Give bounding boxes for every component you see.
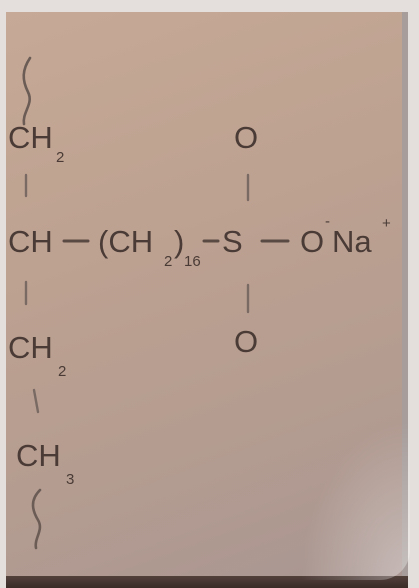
light-glare	[300, 420, 410, 580]
sulfur-atom: S	[222, 224, 243, 259]
card-background	[6, 12, 408, 578]
chain-group-sub: 2	[164, 253, 172, 270]
card-bottom-edge	[6, 576, 408, 588]
sodium-cation: Na	[332, 224, 372, 259]
polymer-continuation-top	[22, 56, 32, 126]
backbone-low-sub: 2	[58, 363, 66, 380]
backbone-top-sub: 2	[56, 149, 64, 166]
backbone-low-ch: CH	[8, 330, 53, 365]
chain-group-count: 16	[184, 253, 201, 270]
polymer-continuation-bottom	[31, 488, 42, 550]
chain-group-open: (CH	[98, 224, 153, 259]
oxygen-anion: O	[300, 224, 324, 259]
chain-group-close: )	[174, 224, 184, 259]
backbone-end-ch: CH	[16, 438, 61, 473]
backbone-top-ch: CH	[8, 120, 53, 155]
oxygen-bottom: O	[234, 324, 258, 359]
oxygen-top: O	[234, 120, 258, 155]
backbone-mid-ch: CH	[8, 224, 53, 259]
bond-low-to-end	[32, 388, 40, 414]
oxygen-anion-charge: -	[325, 213, 330, 230]
backbone-end-sub: 3	[66, 471, 74, 488]
sodium-cation-charge: +	[382, 215, 391, 232]
